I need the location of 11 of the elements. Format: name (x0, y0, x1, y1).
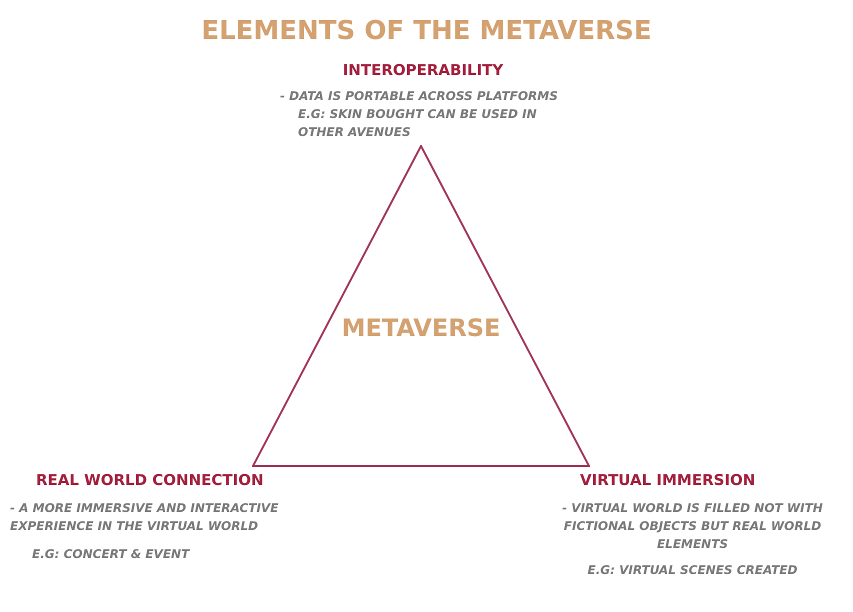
note-text: - A MORE IMMERSIVE AND INTERACTIVE EXPERIENCE IN THE VIRTUAL WORLD (10, 500, 280, 535)
section-heading: INTEROPERABILITY (342, 61, 504, 79)
section-heading: VIRTUAL IMMERSION (580, 471, 756, 489)
note-text: E.G: CONCERT & EVENT (32, 546, 191, 563)
section-heading: REAL WORLD CONNECTION (36, 471, 265, 489)
diagram-title: ELEMENTS OF THE METAVERSE (200, 15, 653, 48)
note-text: E.G: SKIN BOUGHT CAN BE USED IN OTHER AVENUES (298, 106, 538, 141)
node-label: METAVERSE (340, 313, 502, 343)
note-text: E.G: VIRTUAL SCENES CREATED (586, 562, 798, 579)
note-text: - VIRTUAL WORLD IS FILLED NOT WITH FICTIONAL OBJECTS BUT REAL WORLD ELEMENTS (561, 500, 824, 553)
note-text: - DATA IS PORTABLE ACROSS PLATFORMS (280, 88, 559, 105)
